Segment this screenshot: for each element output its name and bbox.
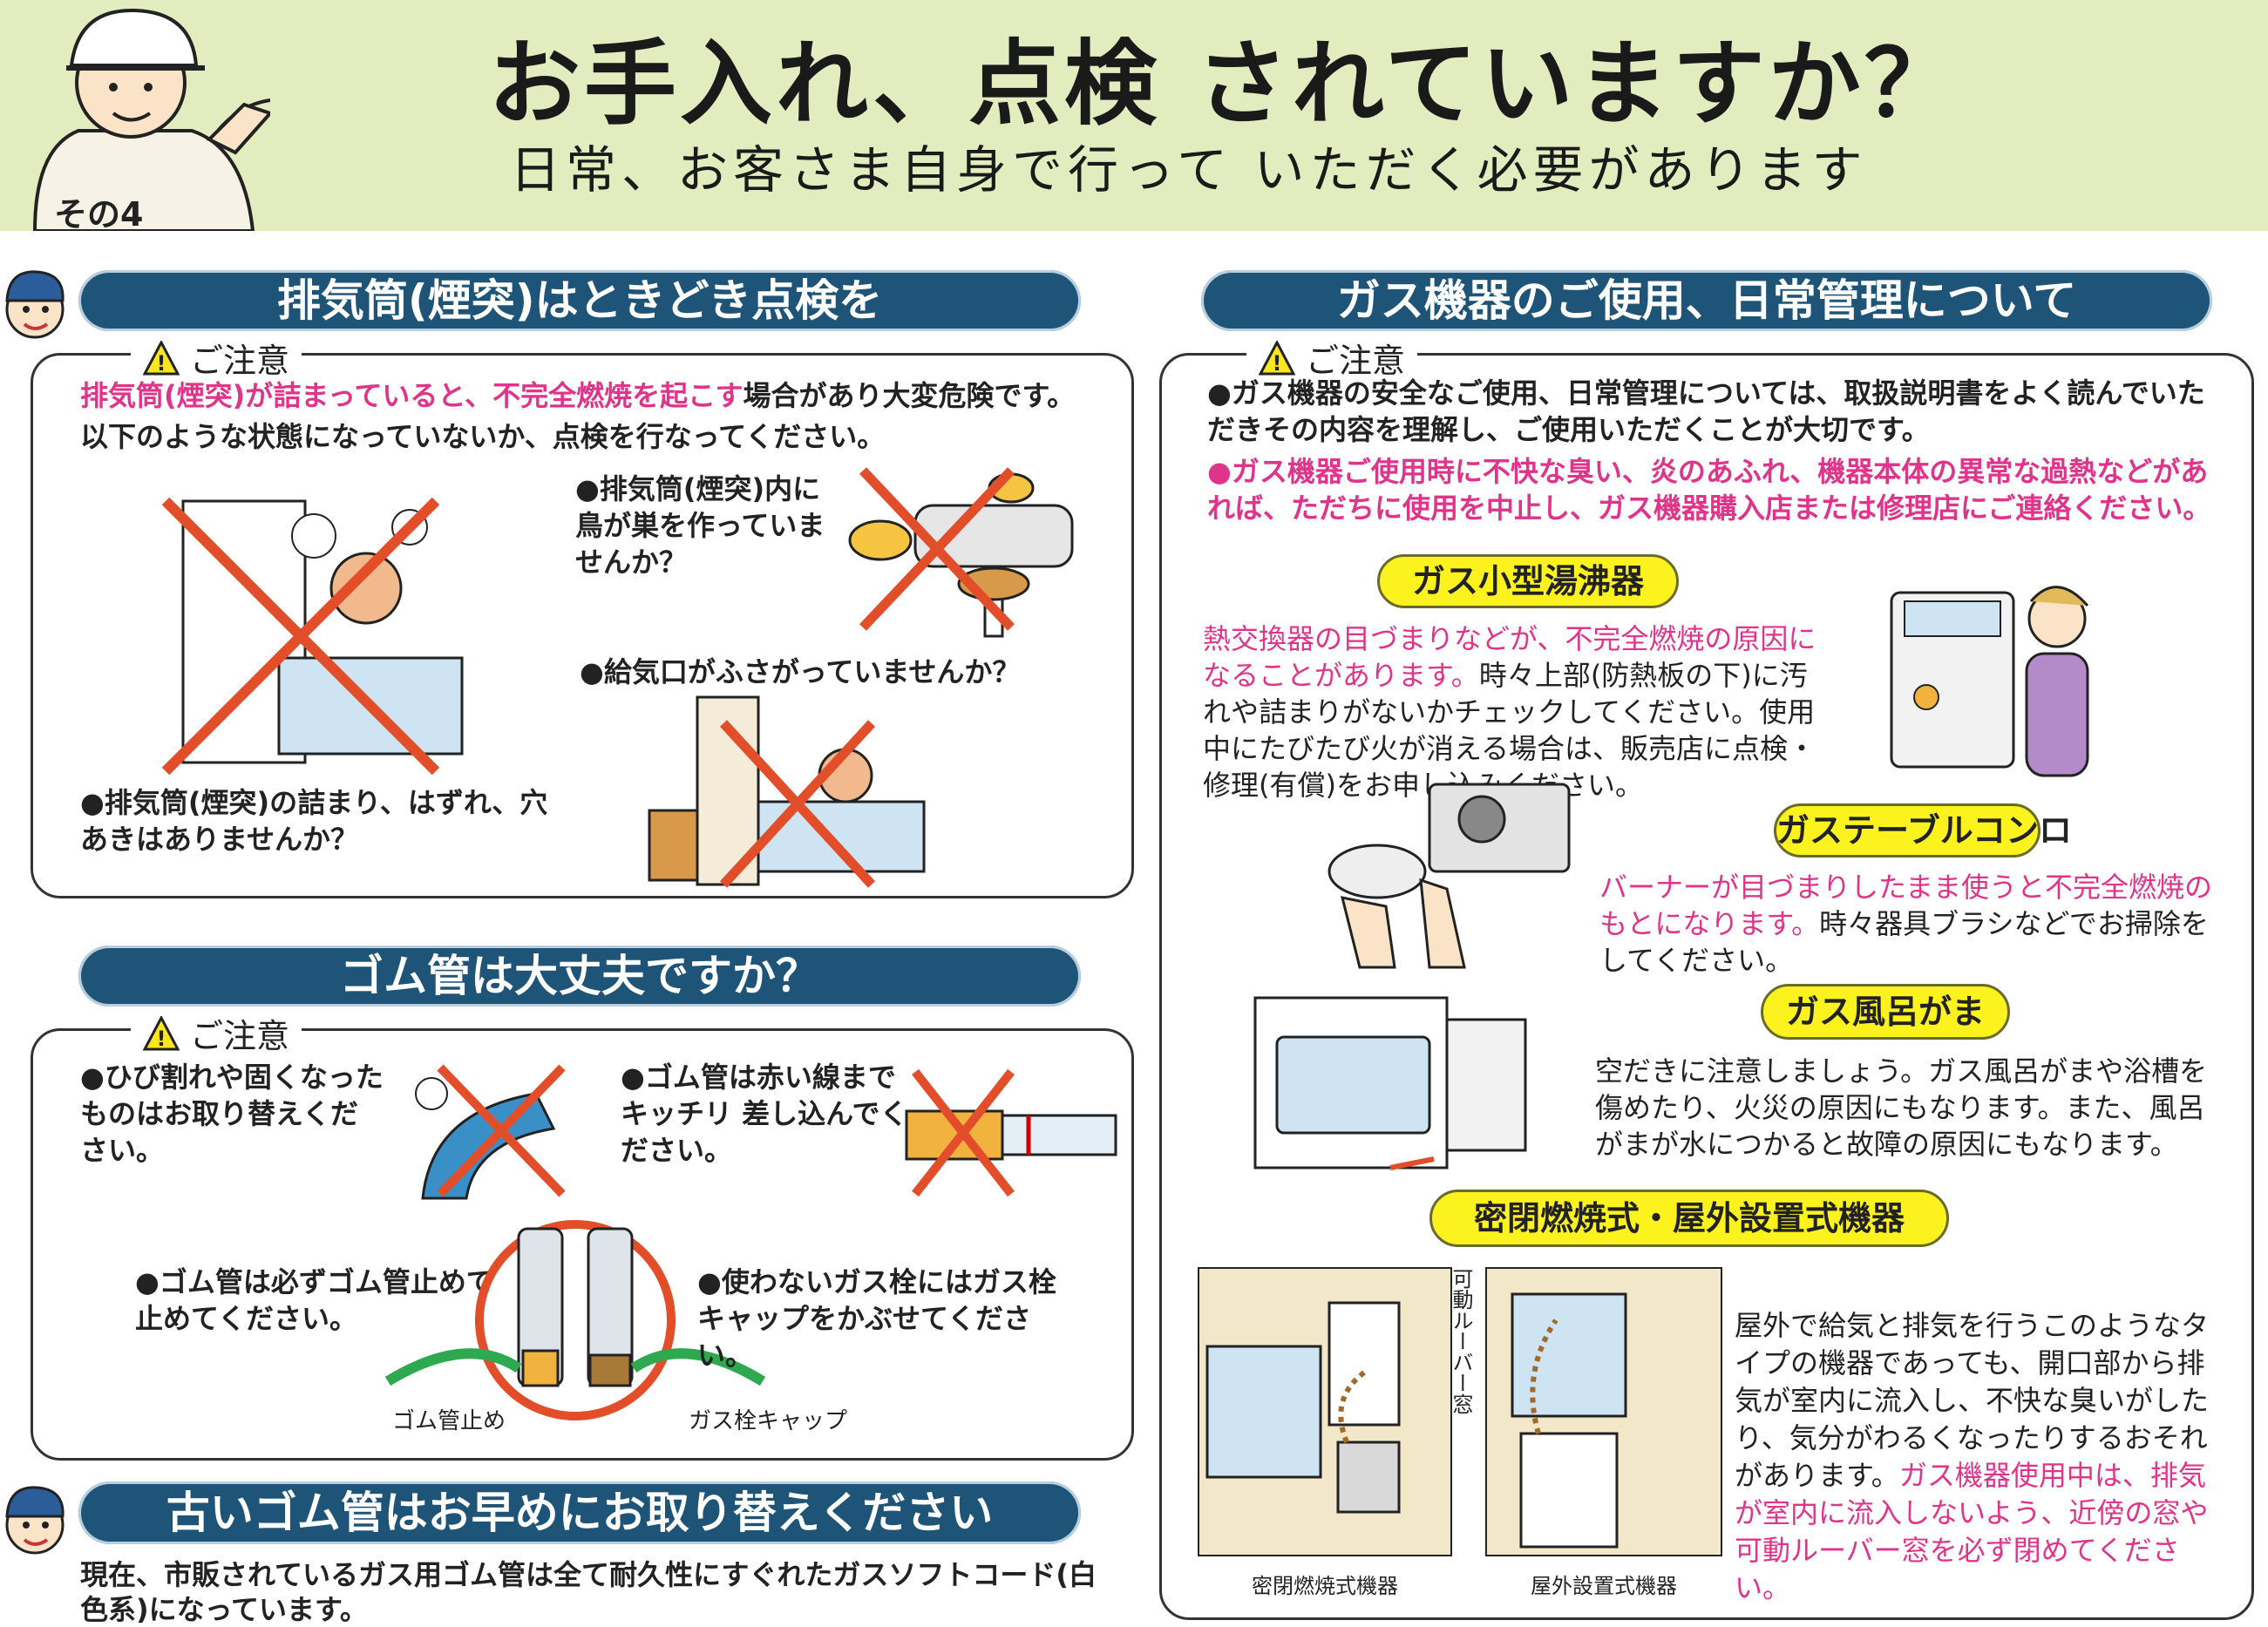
- notice-label: ! ご注意: [131, 334, 302, 382]
- warning-icon: !: [143, 340, 180, 376]
- mascot-face-icon: [5, 1486, 65, 1555]
- notice-text: ご注意: [190, 342, 290, 380]
- sealed-appliance-label: 密閉燃焼式・屋外設置式機器: [1429, 1190, 1949, 1247]
- outdoor-appliance-illustration: [1485, 1267, 1722, 1556]
- hose-clamp-bullet: ●ゴム管は必ずゴム管止めで止めてください。: [135, 1265, 494, 1335]
- mascot-face-icon: [5, 270, 65, 339]
- sealed-text: 屋外で給気と排気を行うこのようなタイプの機器であっても、開口部から排気が室内に流…: [1735, 1307, 2227, 1607]
- page-title: お手入れ、点検 されていますか？: [488, 29, 1960, 138]
- bath-heater-label: ガス風呂がま: [1761, 984, 2010, 1040]
- svg-text:!: !: [1273, 351, 1282, 376]
- mascot-worker-illustration: [32, 8, 270, 231]
- old-hose-text: 現在、市販されているガス用ゴム管は全て耐久性にすぐれたガスソフトコード(白色系)…: [80, 1558, 1097, 1626]
- badge-label: その4: [54, 195, 144, 234]
- stove-pink: バーナーが目づまりしたまま使うと不完全燃焼のもとになります。: [1599, 871, 2213, 940]
- water-heater-illustration: [1890, 586, 2089, 777]
- sealed-combustion-illustration: [1198, 1267, 1452, 1556]
- water-heater-label: ガス小型湯沸器: [1377, 554, 1679, 608]
- insert-hose-crossed-illustration: [905, 1068, 1117, 1197]
- cracked-hose-bullet: ●ひび割れや固くなったものはお取り替えください。: [80, 1061, 384, 1167]
- air-intake-crossed-illustration: [648, 695, 926, 888]
- warning-icon: !: [143, 1015, 180, 1051]
- stove-text: バーナーが目づまりしたまま使うと不完全燃焼のもとになります。時々器具ブラシなどで…: [1599, 869, 2218, 979]
- bird-nest-bullet: ●排気筒(煙突)内に鳥が巣を作っていませんか？: [575, 472, 825, 579]
- warning-icon: !: [1259, 340, 1295, 376]
- bath-person-crossed-illustration: [161, 497, 464, 776]
- notice-text: ご注意: [190, 1017, 290, 1055]
- stove-cleaning-illustration: [1328, 783, 1571, 969]
- section-rubber-hose-banner: ゴム管は大丈夫ですか？: [78, 946, 1081, 1007]
- svg-text:!: !: [157, 351, 166, 376]
- sealed-caption: 密閉燃焼式機器: [1252, 1574, 1398, 1598]
- notice-label: ! ご注意: [131, 1009, 302, 1057]
- chimney-warning-pink: 排気筒(煙突)が詰まっていると、不完全燃焼を起こす: [80, 379, 744, 412]
- chimney-warning: 排気筒(煙突)が詰まっていると、不完全燃焼を起こす場合があり大変危険です。: [80, 377, 1109, 414]
- appliance-warning-bullet: ●ガス機器ご使用時に不快な臭い、炎のあふれ、機器本体の異常な過熱などがあれば、た…: [1207, 455, 2211, 525]
- cracked-hose-crossed-illustration: [415, 1064, 566, 1200]
- sealed-pink: ガス機器使用中は、排気が室内に流入しないよう、近傍の窓や可動ルーバー窓を必ず閉め…: [1735, 1459, 2209, 1604]
- notice-text: ご注意: [1306, 342, 1406, 380]
- stove-label: ガステーブルコンロ: [1774, 803, 2072, 858]
- gas-valve-illustration: [384, 1220, 766, 1420]
- page-subtitle: 日常、お客さま自身で行って いただく必要があります: [510, 140, 1868, 200]
- section-chimney-banner: 排気筒(煙突)はときどき点検を: [78, 270, 1081, 331]
- bath-heater-text: 空だきに注意しましょう。ガス風呂がまや浴槽を傷めたり、火災の原因にもなります。ま…: [1595, 1054, 2208, 1161]
- chimney-instruction: 以下のような状態になっていないか、点検を行なってください。: [80, 420, 886, 453]
- insert-hose-bullet: ●ゴム管は赤い線までキッチリ 差し込んでください。: [621, 1061, 908, 1167]
- gas-cap-bullet: ●使わないガス栓にはガス栓キャップをかぶせてください。: [697, 1265, 1056, 1372]
- hose-clamp-label: ゴム管止め: [391, 1408, 506, 1434]
- sealed-body: 屋外で給気と排気を行うこのようなタイプの機器であっても、開口部から排気が室内に流…: [1735, 1309, 2210, 1492]
- svg-text:!: !: [157, 1027, 166, 1051]
- outdoor-caption: 屋外設置式機器: [1531, 1574, 1677, 1598]
- chimney-warning-rest: 場合があり大変危険です。: [743, 379, 1076, 412]
- chimney-blockage-bullet: ●排気筒(煙突)の詰まり、はずれ、穴あきはありませんか？: [80, 786, 548, 856]
- notice-label: ! ご注意: [1246, 334, 1418, 382]
- gas-cap-label: ガス栓キャップ: [689, 1408, 848, 1434]
- louver-window-label: 可動ルーバー窓: [1449, 1268, 1473, 1414]
- section-gas-appliance-banner: ガス機器のご使用、日常管理について: [1201, 270, 2212, 331]
- bath-heater-illustration: [1253, 996, 1527, 1170]
- header-band: [0, 0, 2268, 231]
- air-intake-bullet: ●給気口がふさがっていませんか？: [580, 655, 1021, 688]
- appliance-usage-bullet: ●ガス機器の安全なご使用、日常管理については、取扱説明書をよく読んでいただきその…: [1207, 376, 2205, 446]
- water-heater-pink: 熱交換器の目づまりなどが、不完全燃焼の原因になることがあります。: [1203, 622, 1816, 692]
- section-old-hose-banner: 古いゴム管はお早めにお取り替えください: [78, 1481, 1081, 1544]
- section-rubber-hose-panel: [31, 1028, 1134, 1461]
- bird-nest-crossed-illustration: [848, 467, 1074, 638]
- stove-body: 時々器具ブラシなどでお掃除をしてください。: [1599, 907, 2209, 977]
